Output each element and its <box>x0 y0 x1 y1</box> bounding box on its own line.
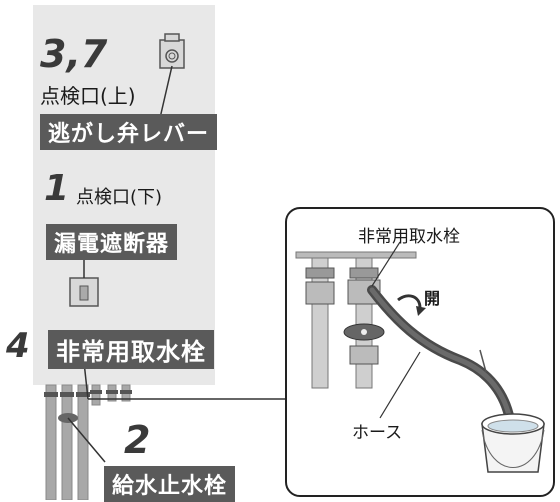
lower-inspection-port-label: 点検口(下) <box>76 187 163 208</box>
pipe-fittings <box>44 390 132 397</box>
inset-title: 非常用取水栓 <box>358 227 460 247</box>
callout-number-2: 2 <box>124 418 151 462</box>
water-supply-stop-valve-label: 給水止水栓 <box>104 466 236 502</box>
upper-inspection-port-icon <box>159 33 185 69</box>
emergency-water-tap-label: 非常用取水栓 <box>48 330 214 369</box>
callout-number-4: 4 <box>6 326 30 366</box>
breaker-icon <box>69 256 99 307</box>
hose-label: ホース <box>352 423 403 443</box>
callout-number-1: 1 <box>44 168 70 209</box>
inset-title-leader-line <box>371 241 401 287</box>
relief-valve-lever-label: 逃がし弁レバー <box>40 114 218 150</box>
earth-leakage-breaker-label: 漏電遮断器 <box>46 224 178 260</box>
supply-valve-leader-line <box>67 417 106 463</box>
relief-valve-leader-line <box>159 65 173 119</box>
inset-emergency-tap-illustration <box>295 251 545 473</box>
upper-inspection-port-label: 点検口(上) <box>40 84 136 108</box>
callout-number-3-7: 3,7 <box>40 32 108 76</box>
hose-leader-line <box>379 351 421 419</box>
open-direction-label: 開 <box>424 289 441 308</box>
